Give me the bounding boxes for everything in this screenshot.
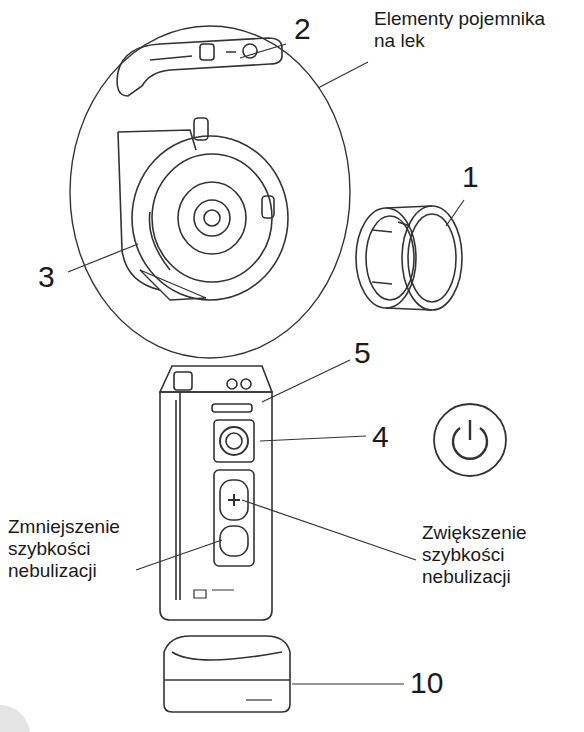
- callout-number: 10: [410, 666, 443, 701]
- callout-number: 5: [354, 336, 371, 371]
- callout-number: 2: [294, 12, 311, 47]
- callout-number: 4: [372, 420, 389, 455]
- callout-number: 1: [462, 160, 479, 195]
- group-label: Elementy pojemnika na lek: [374, 8, 562, 52]
- control-label: Zwiększenie szybkości nebulizacji: [422, 522, 562, 588]
- control-label: Zmniejszenie szybkości nebulizacji: [8, 516, 140, 582]
- callout-number: 3: [38, 260, 55, 295]
